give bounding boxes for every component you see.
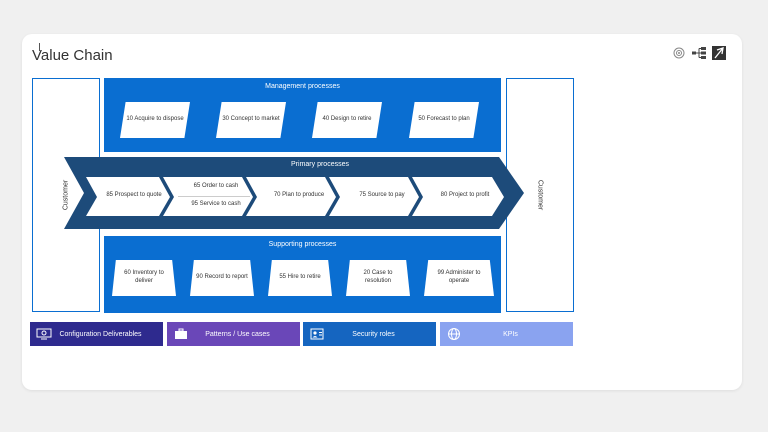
primary-title: Primary processes [291,161,349,168]
patterns-use-cases-tile[interactable]: Patterns / Use cases [167,322,300,346]
primary-chevron [64,157,524,229]
supporting-item[interactable]: 90 Record to report [190,260,254,296]
flag-icon[interactable] [712,46,726,60]
management-item[interactable]: 10 Acquire to dispose [120,102,190,138]
tile-label: KPIs [503,330,518,338]
supporting-title: Supporting processes [268,241,337,248]
primary-item: 80 Project to profit [440,192,490,198]
id-card-icon [303,322,331,346]
management-item[interactable]: 50 Forecast to plan [409,102,479,138]
security-roles-tile[interactable]: Security roles [303,322,436,346]
monitor-settings-icon [30,322,58,346]
globe-icon [440,322,468,346]
supporting-item[interactable]: 20 Case to resolution [346,260,410,296]
configuration-deliverables-tile[interactable]: Configuration Deliverables [30,322,163,346]
supporting-item[interactable]: 99 Administer to operate [424,260,494,296]
text-cursor [39,43,40,51]
supporting-item[interactable]: 60 Inventory to deliver [112,260,176,296]
target-icon[interactable] [672,46,686,60]
primary-item: 95 Service to cash [191,201,241,207]
customer-right-label: Customer [536,179,544,211]
primary-item: 70 Plan to produce [273,192,325,198]
management-title: Management processes [265,83,340,90]
hierarchy-icon[interactable] [692,46,706,60]
toolbar-icons [672,46,726,60]
chevron-step[interactable] [86,177,170,216]
primary-item: 75 Source to pay [359,192,405,198]
tile-label: Configuration Deliverables [59,330,142,338]
tile-label: Security roles [352,330,395,338]
supporting-item[interactable]: 55 Hire to retire [268,260,332,296]
chevron-step[interactable] [412,177,504,216]
kpis-tile[interactable]: KPIs [440,322,573,346]
primary-item: 65 Order to cash [193,183,239,189]
tile-label: Patterns / Use cases [205,330,270,338]
page-title: Value Chain [32,47,113,64]
briefcase-icon [167,322,195,346]
primary-item: 85 Prospect to quote [106,192,162,198]
chevron-step[interactable] [329,177,419,216]
chevron-step[interactable] [246,177,336,216]
management-item[interactable]: 40 Design to retire [312,102,382,138]
management-item[interactable]: 30 Concept to market [216,102,286,138]
